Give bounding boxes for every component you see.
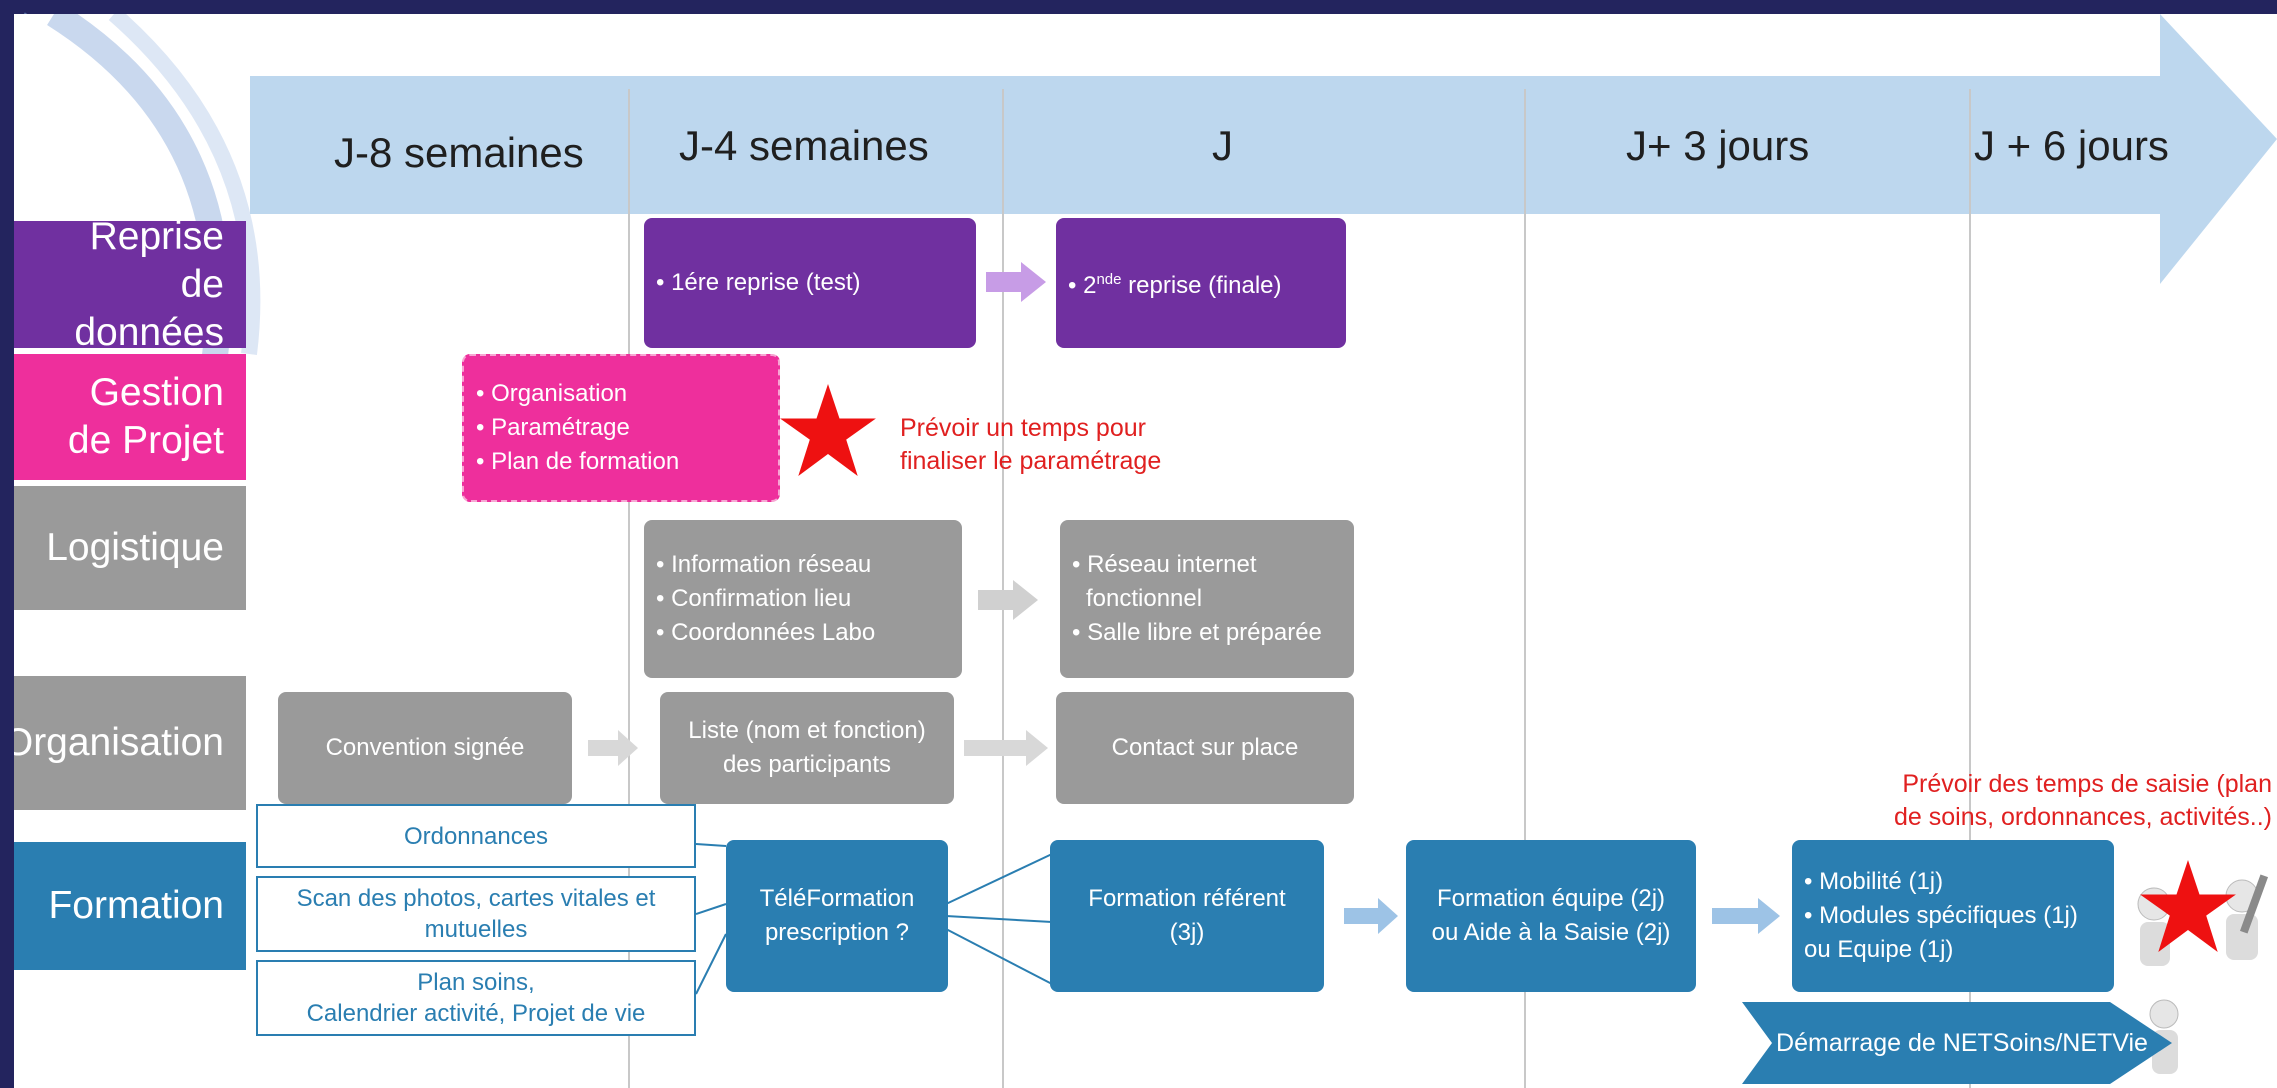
column-header-j-4: J-4 semaines xyxy=(679,122,929,169)
row-label-reprise: Reprise de données xyxy=(14,215,246,354)
formation-referent-line2: (3j) xyxy=(1169,919,1205,946)
reprise-arrow xyxy=(986,262,1046,302)
row-label-formation: Formation xyxy=(14,842,246,970)
star-icon xyxy=(780,384,876,476)
column-divider xyxy=(1969,89,1971,1088)
row-label-formation-text: Formation xyxy=(48,884,224,927)
slide: J-8 semaines J-4 semaines J J+ 3 jours J… xyxy=(14,14,2277,1088)
column-divider xyxy=(628,89,630,1088)
formation-plan-line2: Calendrier activité, Projet de vie xyxy=(306,1000,646,1027)
formation-note: Prévoir des temps de saisie (plan de soi… xyxy=(1880,768,2272,834)
reprise-second-suffix: reprise (finale) xyxy=(1121,272,1282,299)
column-header-j-8: J-8 semaines xyxy=(334,129,584,176)
formation-plan-box: Plan soins, Calendrier activité, Projet … xyxy=(256,960,696,1036)
row-label-reprise-text: Reprise de données xyxy=(74,214,224,354)
organisation-liste-box: Liste (nom et fonction) des participants xyxy=(660,692,954,804)
organisation-liste-line2: des participants xyxy=(722,751,892,778)
row-label-organisation: Organisation xyxy=(14,676,246,810)
formation-ordonnances-box: Ordonnances xyxy=(256,804,696,868)
column-divider xyxy=(1002,89,1004,1088)
row-label-organisation-text: Organisation xyxy=(14,721,224,764)
formation-arrow-2 xyxy=(1712,898,1780,934)
organisation-liste-line1: Liste (nom et fonction) xyxy=(688,717,926,744)
row-label-logistique: Logistique xyxy=(14,486,246,610)
formation-teleformation-box: TéléFormation prescription ? xyxy=(726,840,948,992)
column-header-j: J xyxy=(1212,122,1233,169)
logistique-item: Confirmation lieu xyxy=(656,582,950,616)
logistique-item-reseau: Réseau internet fonctionnel xyxy=(1072,548,1342,616)
row-label-logistique-text: Logistique xyxy=(46,526,224,569)
formation-modules-line1: Modules spécifiques (1j) xyxy=(1819,902,2078,929)
formation-referent-line1: Formation référent xyxy=(1088,885,1286,912)
formation-equipe-box: Formation équipe (2j) ou Aide à la Saisi… xyxy=(1406,840,1696,992)
formation-note-line1: Prévoir des temps de saisie (plan xyxy=(1902,770,2272,798)
logistique-box-1: Information réseau Confirmation lieu Coo… xyxy=(644,520,962,678)
formation-arrow-1 xyxy=(1344,898,1398,934)
reprise-second-prefix: 2 xyxy=(1083,272,1097,299)
organisation-arrow-1 xyxy=(588,730,638,766)
column-header-j-plus-3: J+ 3 jours xyxy=(1626,122,1810,169)
organisation-arrow-2 xyxy=(964,730,1048,766)
column-divider xyxy=(1524,89,1526,1088)
logistique-box-2: Réseau internet fonctionnel Salle libre e… xyxy=(1060,520,1354,678)
organisation-convention-text: Convention signée xyxy=(325,734,525,761)
demarrage-label: Démarrage de NETSoins/NETVie xyxy=(1776,1029,2148,1057)
organisation-contact-text: Contact sur place xyxy=(1111,734,1299,761)
gestion-item: Organisation xyxy=(476,377,766,411)
formation-equipe-line1: Formation équipe (2j) xyxy=(1436,885,1666,912)
logistique-arrow xyxy=(978,580,1038,620)
logistique-item-salle: Salle libre et préparée xyxy=(1072,616,1342,650)
organisation-contact-box: Contact sur place xyxy=(1056,692,1354,804)
gestion-note-line1: Prévoir un temps pour xyxy=(900,414,1146,442)
formation-scan-line1: Scan des photos, cartes vitales et xyxy=(296,885,656,912)
formation-teleformation-line1: TéléFormation xyxy=(759,885,915,912)
formation-note-line2: de soins, ordonnances, activités..) xyxy=(1894,803,2272,831)
gestion-note: Prévoir un temps pour finaliser le param… xyxy=(900,412,1161,478)
formation-modules-item: Modules spécifiques (1j) ou Equipe (1j) xyxy=(1804,899,2102,967)
logistique-item: Coordonnées Labo xyxy=(656,616,950,650)
organisation-convention-box: Convention signée xyxy=(278,692,572,804)
column-header-j-plus-6: J + 6 jours xyxy=(1974,122,2169,169)
logistique-item: Information réseau xyxy=(656,548,950,582)
gestion-item: Paramétrage xyxy=(476,411,766,445)
formation-equipe-line2: ou Aide à la Saisie (2j) xyxy=(1431,919,1671,946)
formation-modules-box: Mobilité (1j) Modules spécifiques (1j) ou… xyxy=(1792,840,2114,992)
star-icon xyxy=(2140,860,2236,952)
formation-ordonnances-text: Ordonnances xyxy=(403,822,549,850)
row-label-gestion: Gestion de Projet xyxy=(14,354,246,480)
reprise-first-text: 1ére reprise (test) xyxy=(656,266,964,300)
gestion-item: Plan de formation xyxy=(476,445,766,479)
formation-scan-line2: mutuelles xyxy=(424,916,528,943)
formation-modules-line2: ou Equipe (1j) xyxy=(1804,936,1954,963)
reprise-second-box: 2nde reprise (finale) xyxy=(1056,218,1346,348)
formation-referent-box: Formation référent (3j) xyxy=(1050,840,1324,992)
reprise-second-sup: nde xyxy=(1096,271,1122,288)
formation-mobilite-item: Mobilité (1j) xyxy=(1804,865,2102,899)
formation-scan-box: Scan des photos, cartes vitales et mutue… xyxy=(256,876,696,952)
formation-plan-line1: Plan soins, xyxy=(417,969,535,996)
logistique-reseau-line2: fonctionnel xyxy=(1086,585,1203,612)
formation-connector-lines xyxy=(696,843,1053,995)
demarrage-arrow xyxy=(1742,1002,2172,1084)
gestion-note-line2: finaliser le paramétrage xyxy=(900,447,1162,475)
gestion-box: Organisation Paramétrage Plan de formati… xyxy=(462,354,780,502)
row-label-gestion-text: Gestion de Projet xyxy=(67,371,224,462)
reprise-second-item: 2nde reprise (finale) xyxy=(1068,263,1334,303)
timeline-arrow xyxy=(250,14,2277,284)
reprise-first-box: 1ére reprise (test) xyxy=(644,218,976,348)
formation-teleformation-line2: prescription ? xyxy=(764,919,910,946)
logistique-reseau-line1: Réseau internet xyxy=(1087,551,1257,578)
